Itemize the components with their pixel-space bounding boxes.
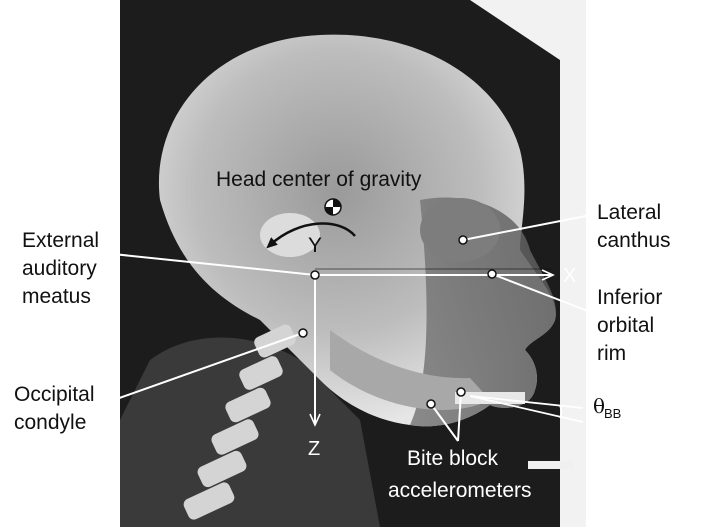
lateral-canthus-point [459, 236, 467, 244]
y-axis-label: Y [308, 234, 322, 257]
occipital-condyle-point [299, 329, 307, 337]
occipital-label-line2: condyle [14, 411, 86, 434]
bite-accel-point-1 [427, 400, 435, 408]
lateral-canthus-label-line2: canthus [597, 229, 671, 252]
occipital-label-line1: Occipital [14, 383, 95, 406]
inferior-orbital-label-line2: orbital [597, 314, 654, 337]
eam-label-line1: External [22, 229, 99, 252]
inferior-orbital-point [488, 270, 496, 278]
eam-label-line2: auditory [22, 257, 97, 280]
center-of-gravity-icon [325, 199, 341, 215]
x-axis-label: X [563, 265, 576, 287]
lateral-canthus-label-line1: Lateral [597, 201, 661, 224]
z-axis-label: Z [308, 438, 320, 460]
theta-subscript: BB [604, 406, 621, 421]
inferior-orbital-label-line3: rim [597, 342, 626, 365]
bite-accel-point-2 [457, 388, 465, 396]
bite-label-line2: accelerometers [388, 479, 532, 502]
eam-label-line3: meatus [22, 285, 91, 308]
inferior-orbital-label-line1: Inferior [597, 286, 662, 309]
orbit [420, 198, 500, 262]
scale-bar [528, 461, 574, 469]
head-cg-label: Head center of gravity [216, 168, 422, 191]
bite-label-line1: Bite block [407, 447, 499, 470]
eam-point [311, 271, 319, 279]
